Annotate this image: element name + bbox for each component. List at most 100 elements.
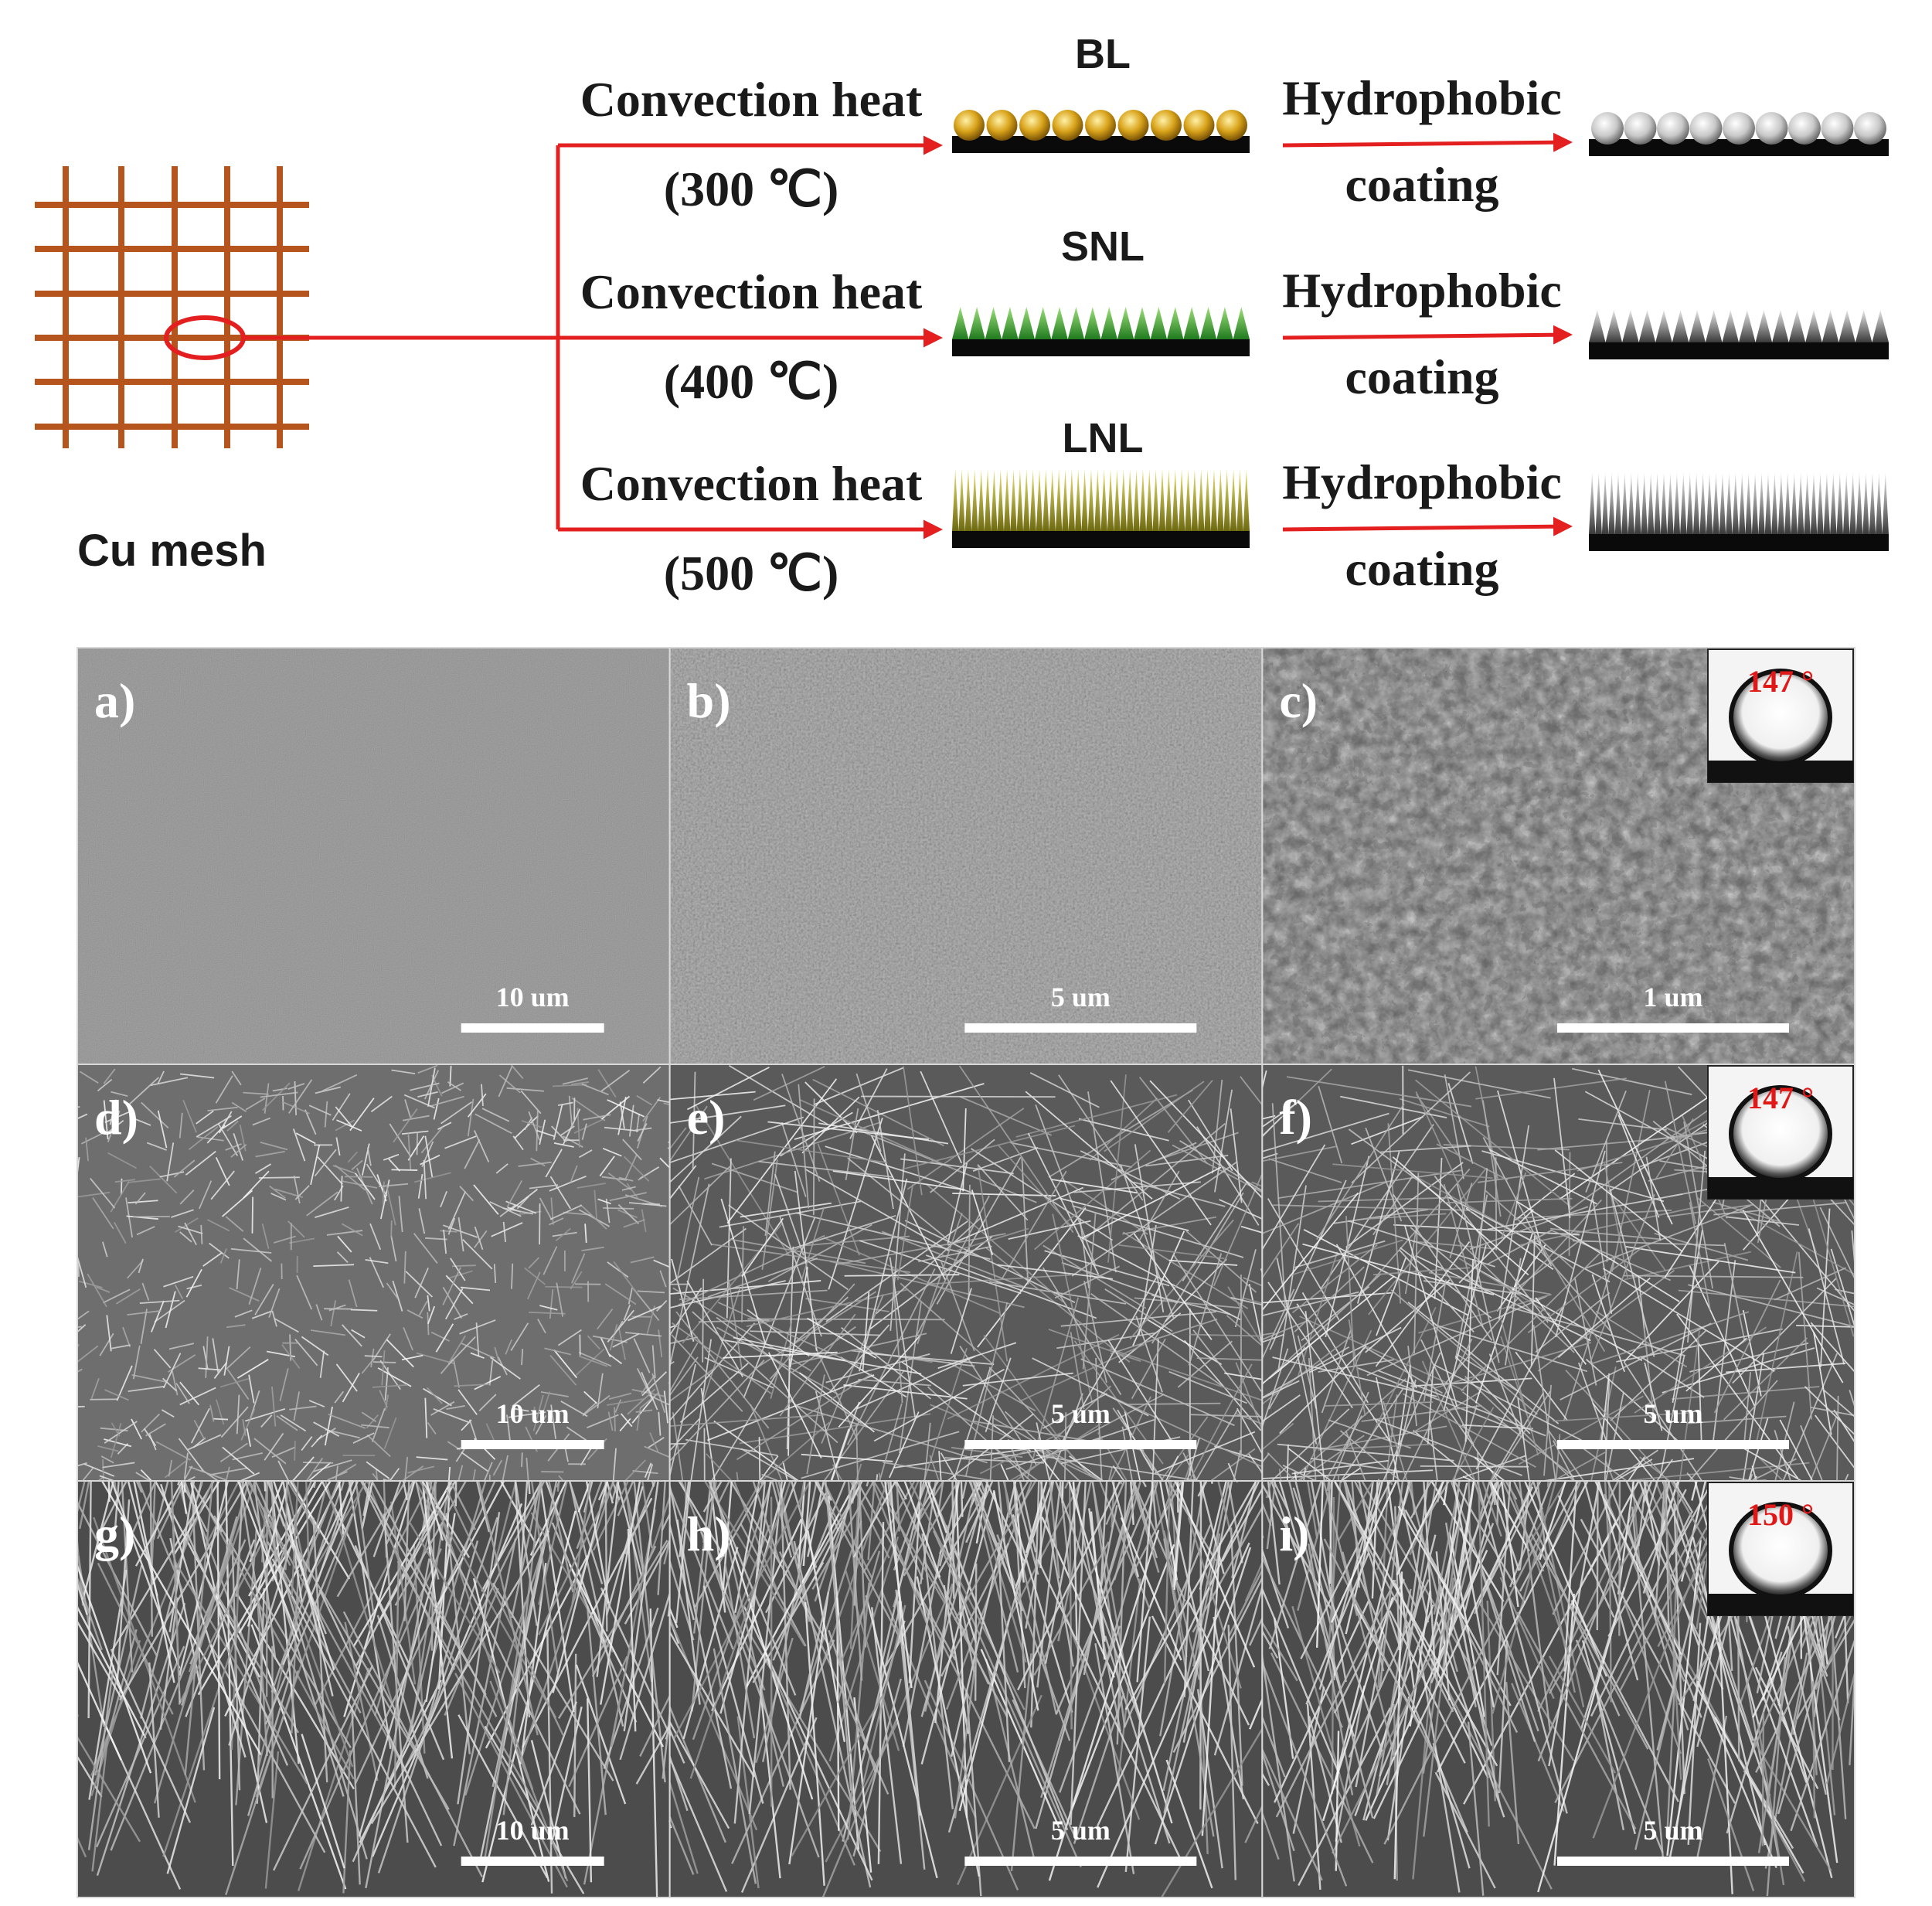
nanostructure-spike: [1117, 307, 1134, 339]
coated-nanostructure-spike: [1855, 310, 1872, 342]
nanostructure-spike: [1199, 307, 1217, 339]
nanostructure-spike: [1094, 469, 1101, 531]
nanostructure-spike: [1100, 307, 1117, 339]
scale-bar: [1557, 1857, 1789, 1866]
sem-panel: e) 5 um: [668, 1064, 1264, 1482]
structure-label: SNL: [1061, 223, 1145, 270]
scale-bar-label: 10 um: [496, 982, 570, 1013]
nanostructure-spike: [991, 469, 998, 531]
scale-bar: [461, 1440, 604, 1449]
scale-bar-label: 5 um: [1643, 1398, 1702, 1429]
coated-nanostructure-spike: [1836, 472, 1843, 534]
nanostructure-spike: [1043, 469, 1049, 531]
sem-panel: d)10 um: [77, 1064, 671, 1482]
coated-nanostructure-spike: [1622, 310, 1639, 342]
coated-substrate-bar: [1589, 534, 1889, 551]
water-droplet: [1729, 669, 1832, 766]
nanostructure-spike: [1051, 307, 1068, 339]
nanostructure-spike: [1133, 469, 1140, 531]
nanostructure-spike: [1062, 469, 1069, 531]
coated-nanostructure-spike: [1589, 472, 1596, 534]
ball-structure: [1085, 110, 1116, 141]
nanostructure-spike: [1230, 469, 1237, 531]
nanowire-texture: [77, 1481, 670, 1897]
process-row: Convection heat(300 ℃)BLHydrophobiccoati…: [558, 31, 1889, 216]
nanostructure-spike: [958, 469, 965, 531]
water-droplet: [1729, 1085, 1832, 1183]
nanostructure-spike: [1126, 469, 1134, 531]
structure-label: BL: [1075, 31, 1131, 77]
nanostructure-spike: [1075, 469, 1082, 531]
coated-ball-structure: [1624, 112, 1657, 145]
coated-ball-structure: [1788, 112, 1821, 145]
coated-nanostructure-spike: [1784, 472, 1791, 534]
ball-structure: [1216, 110, 1247, 141]
sem-image-background: [669, 1064, 1263, 1481]
coated-nanostructure-spike: [1788, 310, 1806, 342]
coated-nanostructure-spike: [1692, 472, 1700, 534]
nanostructure-spike: [1204, 469, 1211, 531]
panel-border: [1261, 1480, 1856, 1898]
nanostructure-spike: [1016, 469, 1024, 531]
coated-nanostructure-spike: [1726, 472, 1733, 534]
nanostructure-spike: [1055, 469, 1063, 531]
coated-nanostructure-spike: [1855, 472, 1863, 534]
nanostructure-spike: [1100, 469, 1107, 531]
panel-label: b): [687, 673, 731, 728]
coating-arrow: [1282, 516, 1573, 536]
nanostructure-spike: [1081, 469, 1088, 531]
coated-nanostructure-spike: [1732, 472, 1739, 534]
coated-nanostructure-spike: [1849, 472, 1856, 534]
coated-nanostructure-spike: [1872, 310, 1889, 342]
nanostructure-spike: [1029, 469, 1036, 531]
nanostructure-spike: [971, 469, 978, 531]
panel-label: e): [687, 1090, 726, 1145]
coated-nanostructure-spike: [1817, 472, 1824, 534]
coated-nanostructure-spike: [1672, 310, 1689, 342]
coated-nanostructure-spike: [1601, 472, 1609, 534]
scale-bar-label: 5 um: [1051, 982, 1111, 1013]
nanostructure-spike: [1236, 469, 1243, 531]
scale-bar: [964, 1857, 1197, 1866]
nanostructure-spike: [1152, 469, 1159, 531]
nanostructure-spike: [1233, 307, 1250, 339]
ball-structure: [986, 110, 1018, 141]
coated-nanostructure-spike: [1838, 310, 1855, 342]
coated-nanostructure-spike: [1755, 310, 1773, 342]
temperature-label: (500 ℃): [664, 546, 839, 601]
nanostructure-spike: [1167, 307, 1184, 339]
panel-label: g): [94, 1506, 135, 1561]
scale-bar-label: 5 um: [1051, 1398, 1111, 1429]
temperature-label: (300 ℃): [664, 162, 839, 216]
coated-nanostructure-spike: [1810, 472, 1818, 534]
panel-label: i): [1279, 1506, 1309, 1561]
coating-label-line2: coating: [1345, 157, 1498, 212]
process-row: Convection heat(400 ℃)SNLHydrophobiccoat…: [558, 223, 1889, 409]
nanostructure-spike: [1134, 307, 1151, 339]
cu-mesh-illustration: [35, 166, 309, 448]
coating-label-line2: coating: [1345, 541, 1498, 596]
coated-ball-structure: [1591, 112, 1624, 145]
coated-nanostructure-spike: [1654, 472, 1661, 534]
coated-nanostructure-spike: [1797, 472, 1804, 534]
coated-nanostructure-spike: [1641, 472, 1648, 534]
coated-nanostructure-spike: [1605, 310, 1623, 342]
ball-structure: [1183, 110, 1215, 141]
ball-structure: [1019, 110, 1050, 141]
sem-panel: g)10 um: [77, 1480, 671, 1898]
nanowire-texture: [669, 1481, 1263, 1897]
nanostructure-spike: [952, 469, 959, 531]
nanostructure-spike: [964, 469, 972, 531]
process-scheme: Cu mesh Convection heat(300 ℃)BLHydropho…: [35, 31, 1889, 601]
scale-bar-label: 10 um: [496, 1398, 570, 1429]
coated-nanostructure-spike: [1686, 472, 1693, 534]
coated-nanostructure-spike: [1719, 472, 1726, 534]
coated-nanostructure-spike: [1608, 472, 1615, 534]
nanostructure-spike: [1087, 469, 1095, 531]
panel-label: c): [1279, 673, 1318, 728]
structure-label: LNL: [1063, 415, 1144, 461]
nanowire-texture: [1262, 1065, 1855, 1481]
nanostructure-spike: [1003, 469, 1011, 531]
